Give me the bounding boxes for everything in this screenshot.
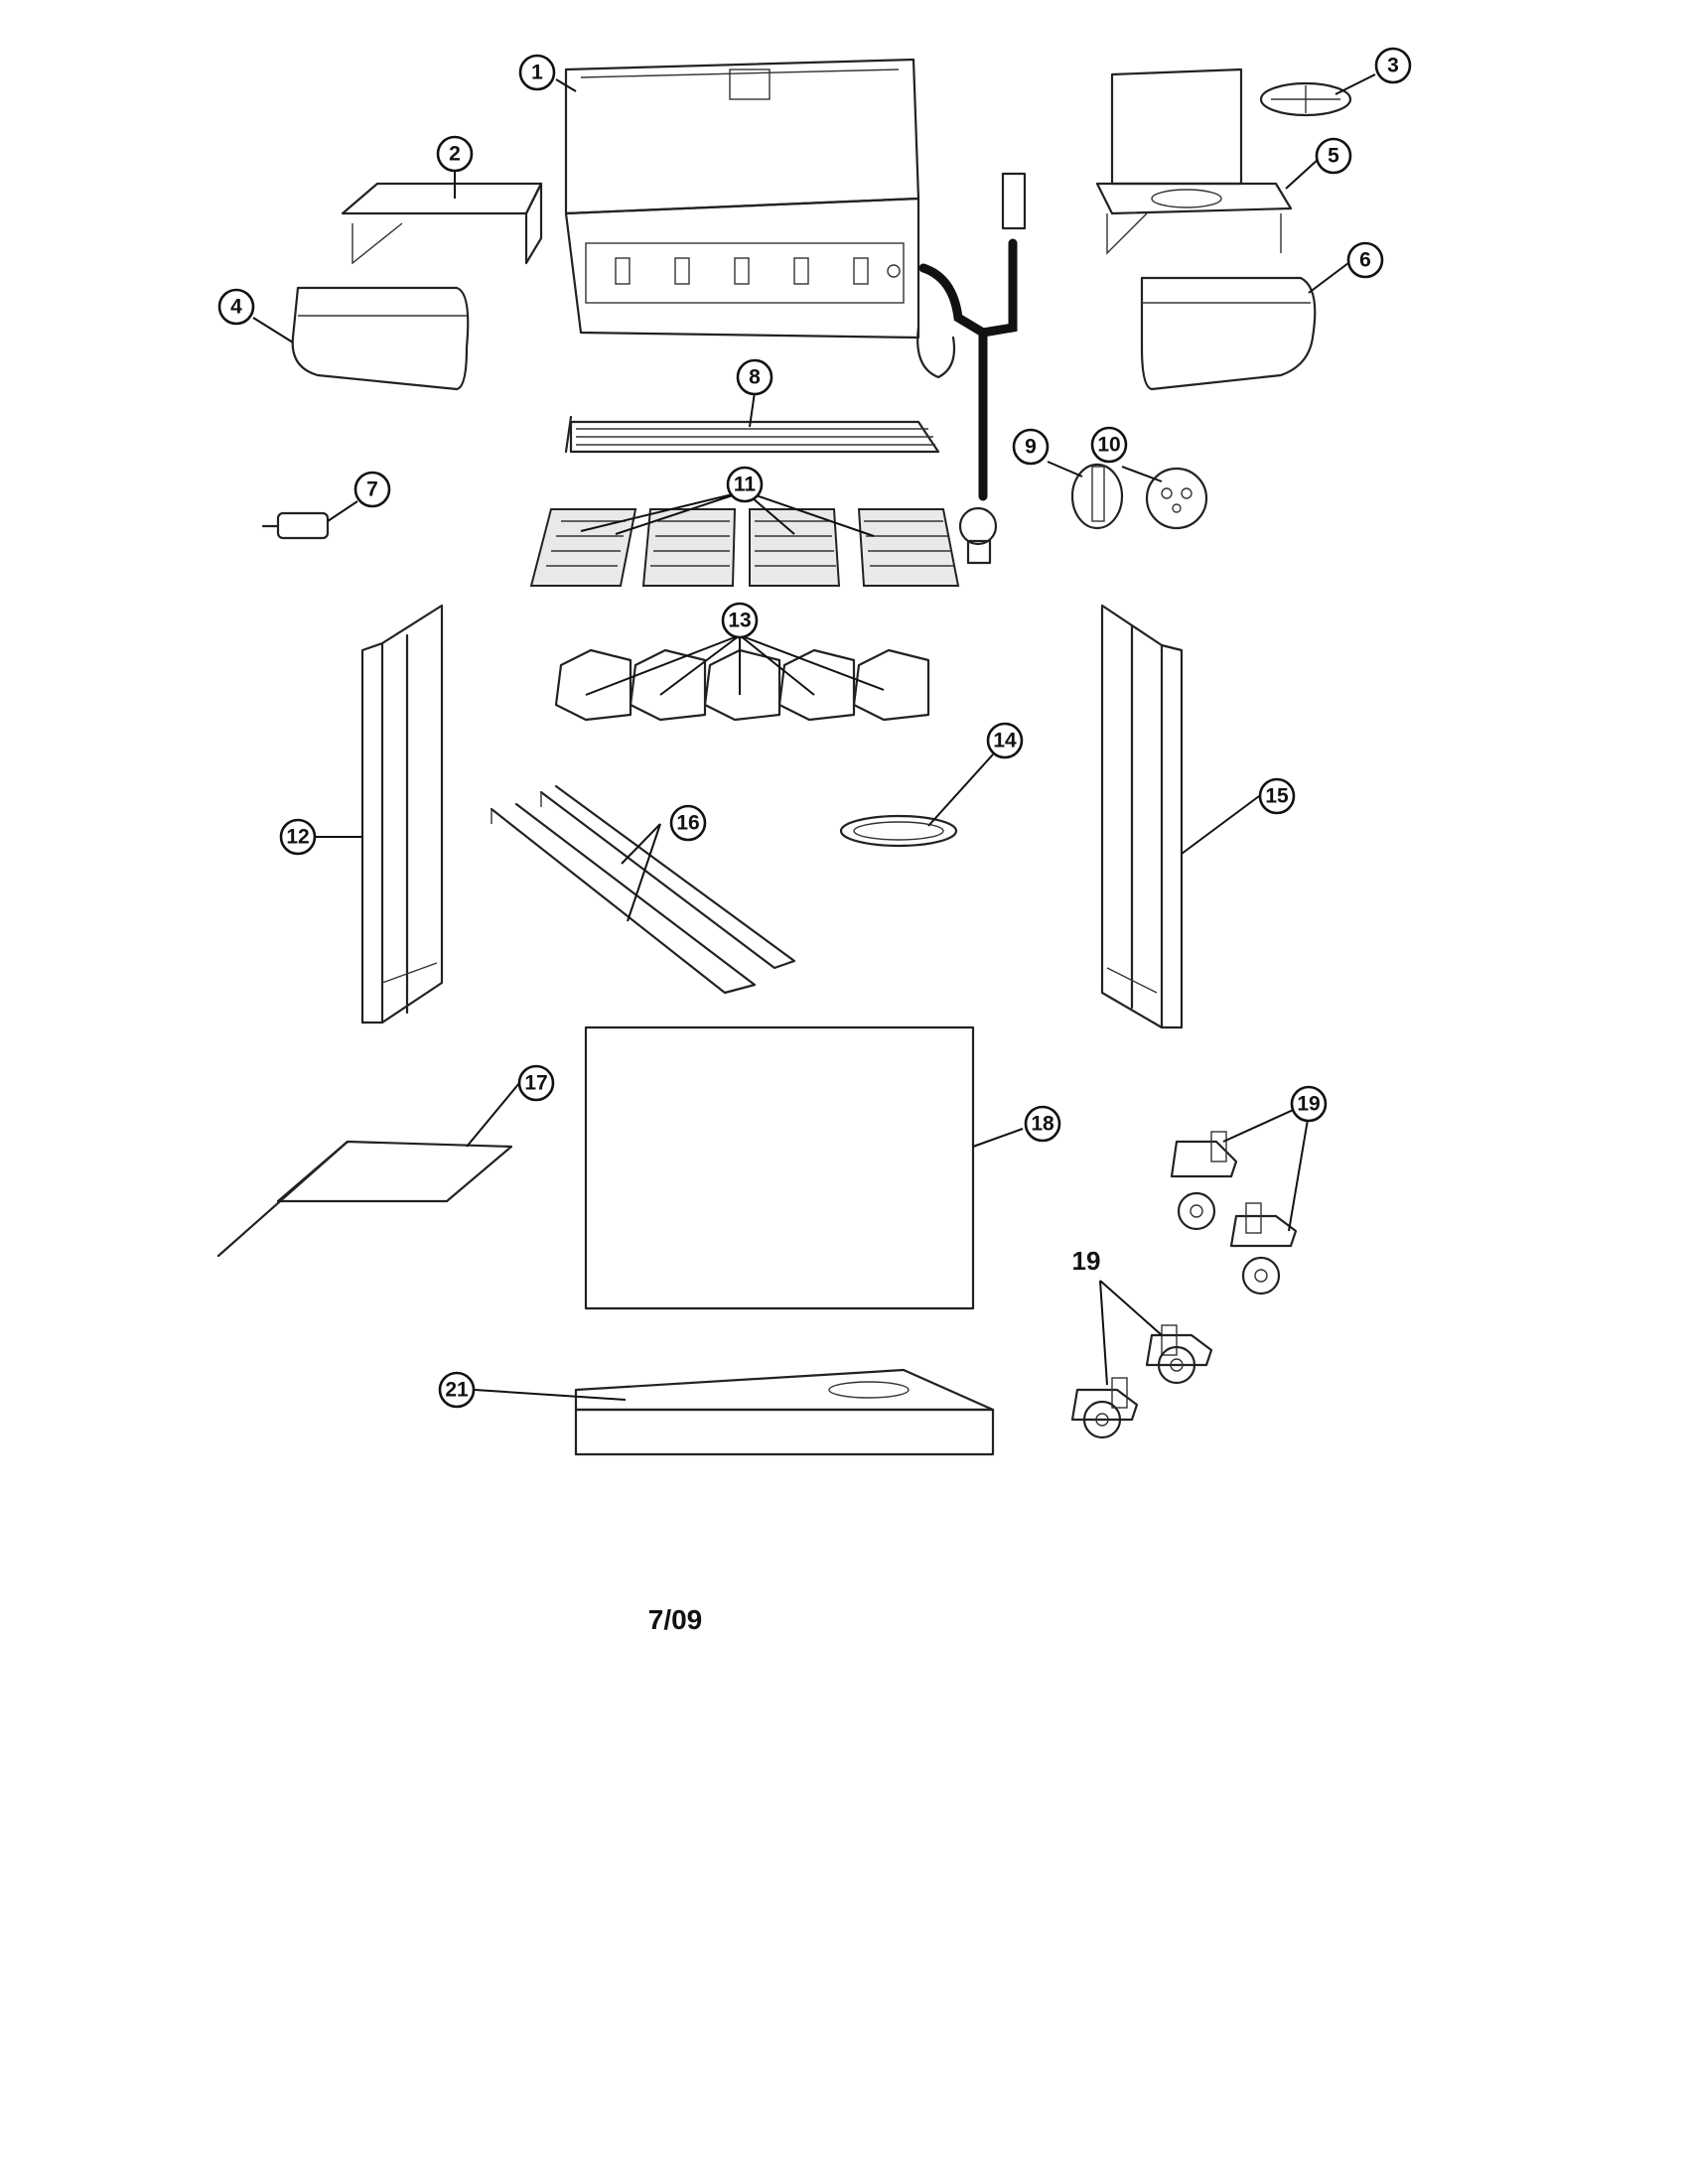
part-base-panel	[574, 1368, 995, 1456]
callout-8: 8	[736, 358, 773, 396]
callout-15: 15	[1258, 777, 1296, 815]
svg-text:8: 8	[749, 366, 761, 389]
part-gas-hose	[916, 172, 1027, 565]
part-burner-ring	[839, 814, 958, 848]
part-bottom-shelf-panel	[216, 1140, 513, 1258]
callout-14: 14	[986, 722, 1024, 759]
svg-text:10: 10	[1097, 434, 1120, 457]
callout-4: 4	[217, 288, 255, 326]
callout-3: 3	[1374, 47, 1412, 84]
svg-text:7: 7	[366, 478, 378, 501]
svg-text:5: 5	[1328, 145, 1339, 168]
part-grill-head	[564, 58, 920, 340]
callout-13: 13	[721, 602, 759, 639]
callout-7: 7	[353, 471, 391, 508]
svg-text:21: 21	[445, 1379, 469, 1402]
svg-text:6: 6	[1359, 249, 1371, 272]
callout-17: 17	[517, 1064, 555, 1102]
svg-text:19: 19	[1297, 1093, 1320, 1116]
svg-text:11: 11	[734, 474, 757, 496]
callout-21: 21	[438, 1371, 476, 1409]
part-left-cart-frame	[360, 604, 444, 1024]
callout-16: 16	[669, 804, 707, 842]
svg-text:18: 18	[1031, 1113, 1054, 1136]
part-right-shelf-cover	[1140, 276, 1317, 391]
svg-text:13: 13	[728, 610, 751, 632]
part-left-shelf-cover	[291, 286, 470, 391]
part-igniter	[261, 511, 330, 540]
part-rear-panel	[584, 1025, 975, 1310]
svg-text:4: 4	[230, 296, 242, 319]
part-side-burner-shelf	[1095, 68, 1293, 255]
callout-6: 6	[1346, 241, 1384, 279]
part-heat-plates	[554, 648, 930, 722]
callout-10: 10	[1090, 426, 1128, 464]
callout-12: 12	[279, 818, 317, 856]
part-cross-braces	[490, 784, 796, 995]
svg-text:12: 12	[286, 826, 309, 849]
part-cooking-grates	[529, 508, 960, 587]
svg-text:1: 1	[531, 62, 543, 84]
callout-19: 19	[1290, 1085, 1328, 1123]
svg-text:2: 2	[449, 143, 461, 166]
callout-5: 5	[1315, 137, 1352, 175]
part-right-cart-frame	[1100, 604, 1184, 1029]
svg-text:3: 3	[1387, 55, 1399, 77]
plain-label-19: 19	[1072, 1246, 1101, 1276]
footer-date-code: 7/09	[648, 1604, 703, 1635]
callout-11: 11	[726, 466, 764, 503]
callout-2: 2	[436, 135, 474, 173]
svg-text:16: 16	[676, 812, 699, 835]
svg-text:9: 9	[1025, 436, 1037, 459]
callout-18: 18	[1024, 1105, 1061, 1143]
part-control-knob	[1070, 463, 1124, 530]
part-knob-bezel	[1145, 467, 1208, 530]
callout-1: 1	[518, 54, 556, 91]
callout-9: 9	[1012, 428, 1050, 466]
svg-text:15: 15	[1265, 785, 1289, 808]
part-burner-grate	[1259, 81, 1352, 117]
part-left-side-shelf	[341, 182, 543, 265]
svg-text:14: 14	[993, 730, 1017, 752]
svg-text:17: 17	[524, 1072, 547, 1095]
part-casters	[1070, 1131, 1298, 1439]
part-warming-rack	[564, 415, 940, 454]
